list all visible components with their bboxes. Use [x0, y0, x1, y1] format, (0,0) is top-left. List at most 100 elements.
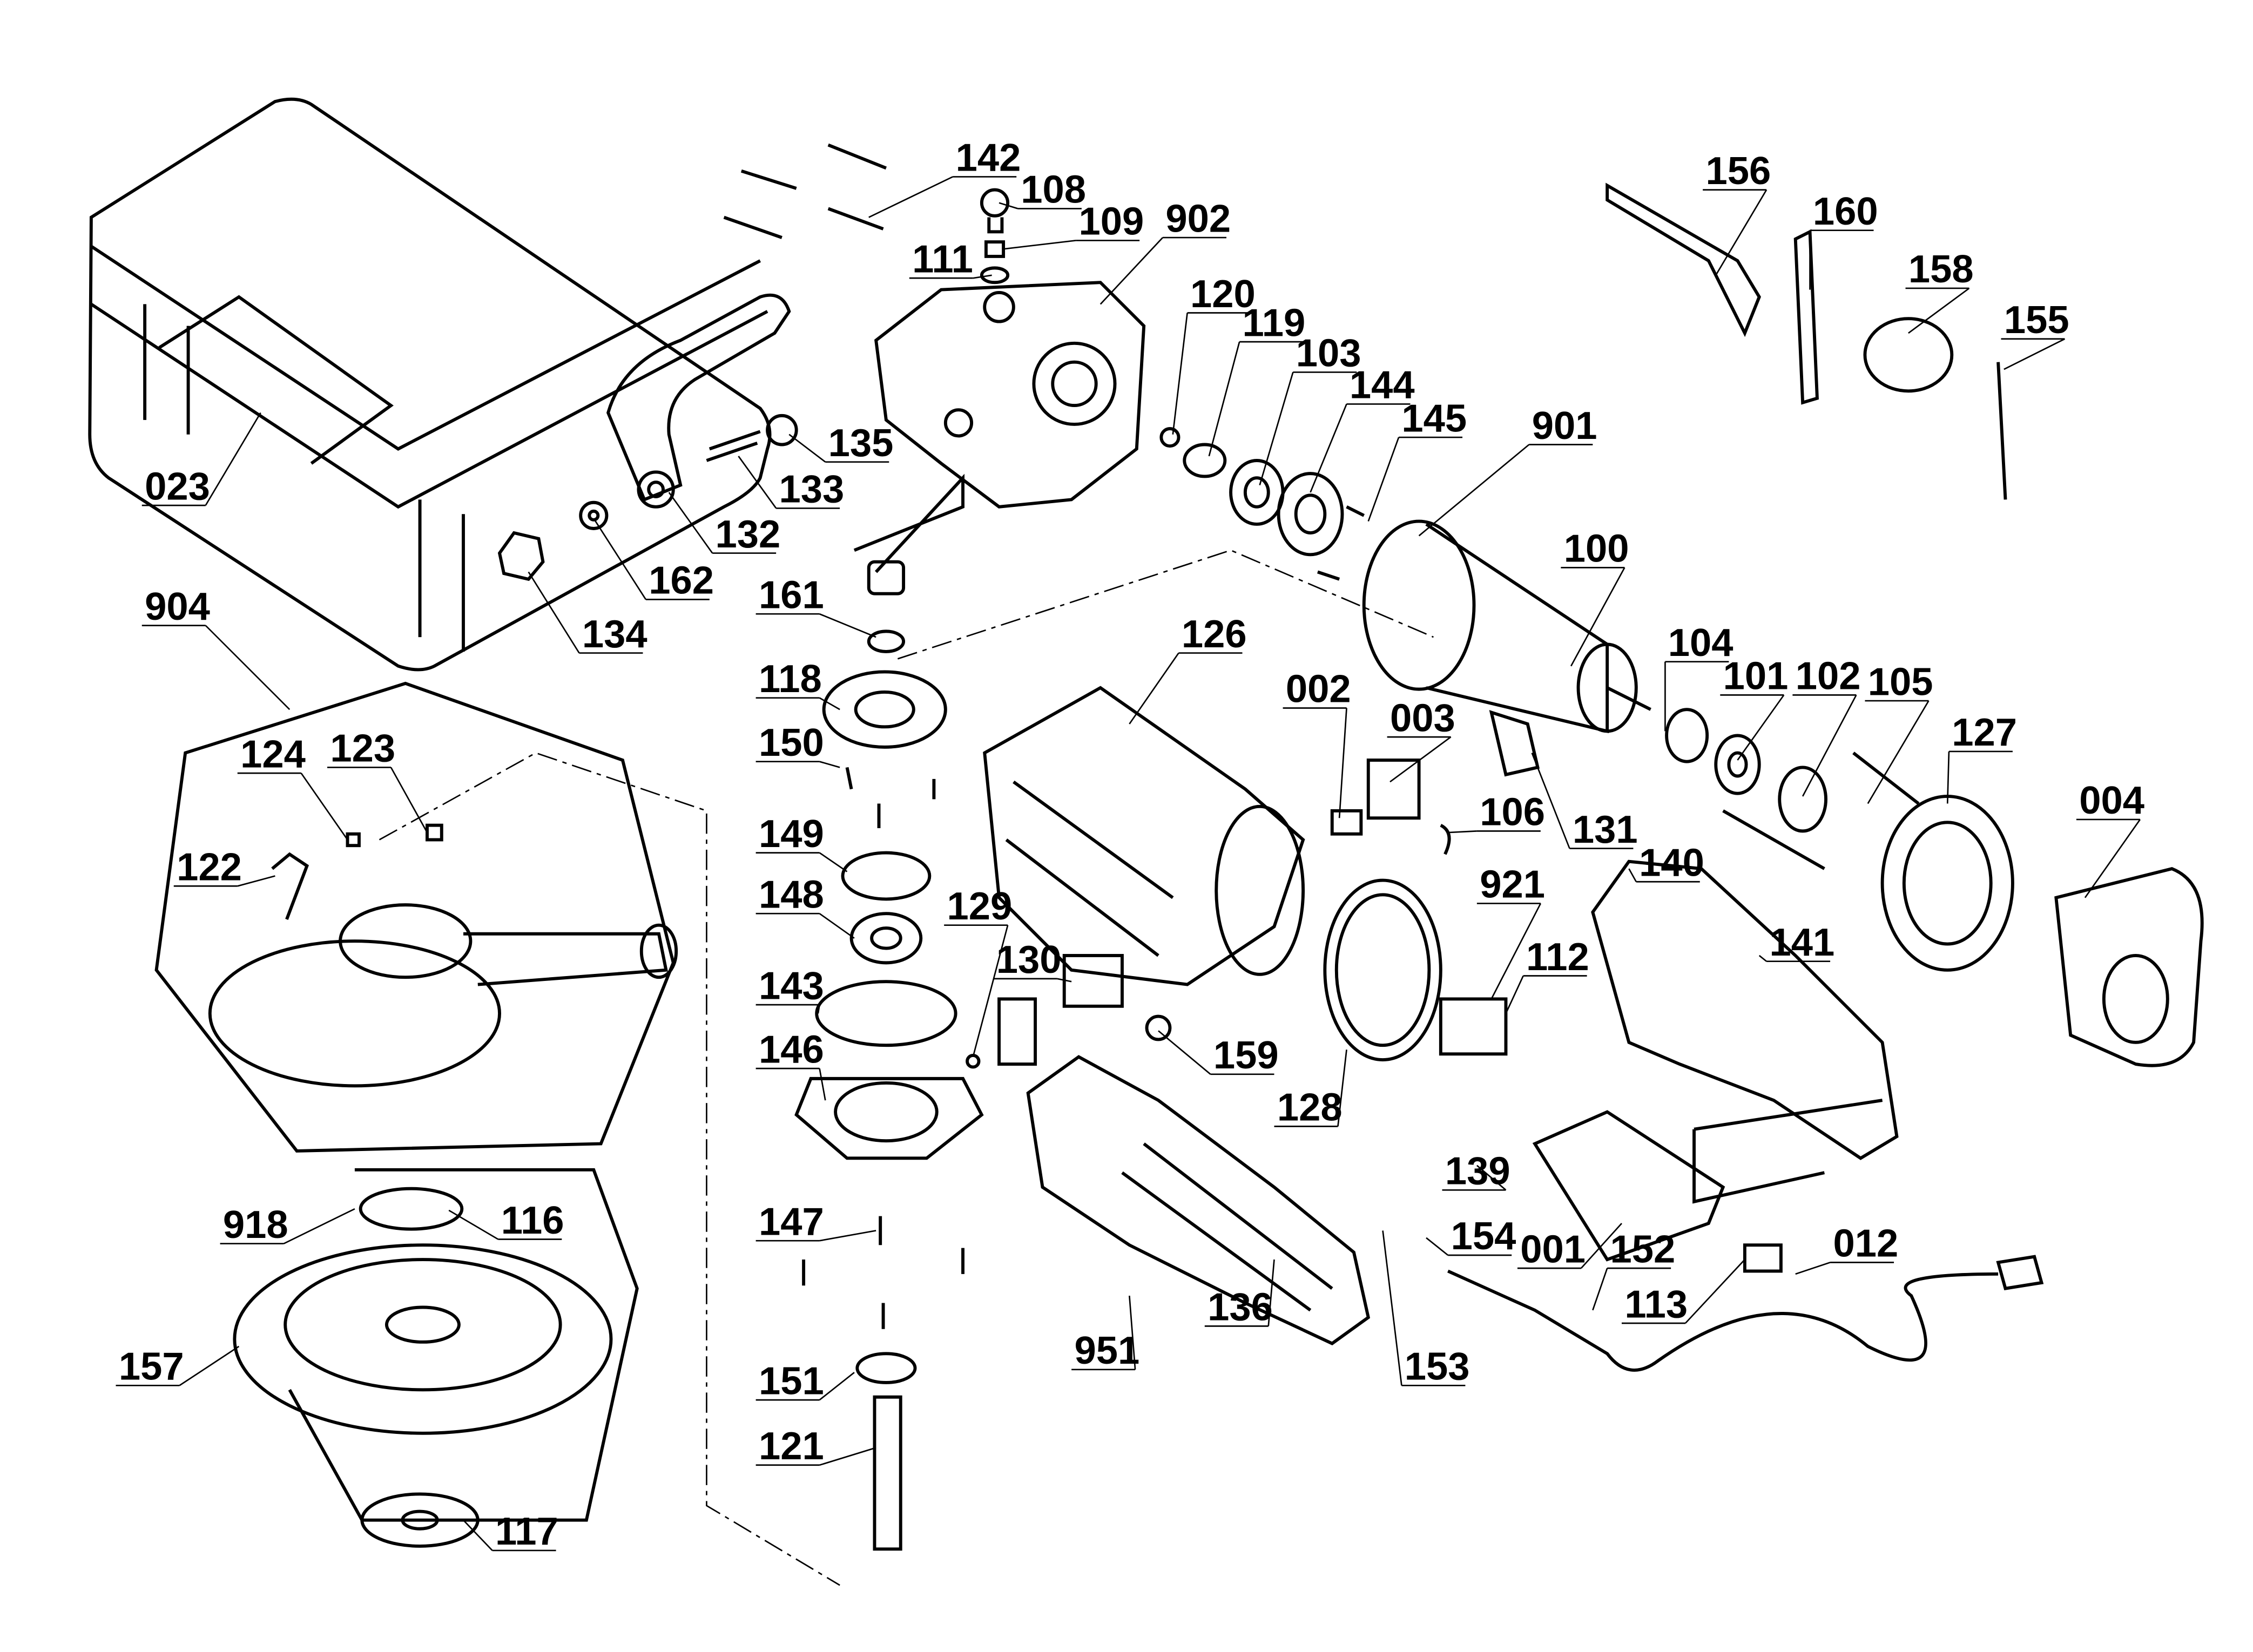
part-label-951: 951	[1074, 1329, 1139, 1372]
leader-line-152	[1592, 1268, 1608, 1311]
leader-line-143	[817, 1004, 820, 1014]
leader-line-122	[237, 875, 275, 887]
bearing-parts-drawing	[1159, 427, 1365, 581]
part-label-921: 921	[1480, 863, 1545, 906]
part-label-140: 140	[1639, 841, 1704, 885]
leader-line-113	[1684, 1259, 1745, 1324]
part-label-150: 150	[759, 721, 824, 764]
part-label-153: 153	[1405, 1345, 1470, 1389]
part-label-117: 117	[495, 1509, 558, 1553]
part-label-129: 129	[947, 884, 1013, 928]
leader-lines	[116, 176, 2141, 1552]
part-label-012: 012	[1833, 1222, 1898, 1265]
leader-line-135	[788, 434, 826, 463]
end-cap-drawing	[1880, 795, 2204, 1067]
leader-line-002	[1338, 708, 1347, 818]
dust-guard-drawing	[154, 681, 840, 1586]
part-label-157: 157	[119, 1345, 184, 1389]
part-label-136: 136	[1208, 1285, 1273, 1329]
leader-line-142	[868, 176, 953, 218]
leader-line-111	[973, 274, 992, 279]
leader-line-902	[1099, 237, 1164, 305]
part-label-127: 127	[1952, 710, 2017, 754]
armature-drawing	[1362, 519, 1920, 870]
leader-line-123	[390, 767, 428, 833]
leader-line-117	[463, 1519, 493, 1551]
part-label-100: 100	[1564, 527, 1629, 571]
leader-line-120	[1172, 313, 1188, 435]
part-label-162: 162	[649, 559, 714, 602]
part-label-105: 105	[1868, 660, 1933, 703]
leader-line-134	[528, 571, 580, 654]
part-label-901: 901	[1532, 404, 1597, 448]
leader-line-121	[819, 1447, 876, 1466]
leader-line-108	[999, 202, 1018, 209]
part-label-023: 023	[145, 464, 210, 508]
part-label-111: 111	[912, 237, 973, 281]
leader-line-100	[1570, 567, 1625, 667]
part-label-141: 141	[1769, 920, 1834, 964]
part-label-148: 148	[759, 872, 824, 916]
leader-line-105	[1867, 700, 1930, 804]
leader-line-126	[1129, 652, 1179, 725]
leader-line-109	[1002, 240, 1076, 250]
leader-line-004	[2084, 819, 2141, 898]
part-label-149: 149	[759, 812, 824, 856]
part-label-131: 131	[1573, 808, 1638, 851]
part-label-135: 135	[828, 421, 894, 465]
part-label-142: 142	[956, 136, 1021, 180]
leader-line-102	[1802, 694, 1857, 797]
part-label-120: 120	[1190, 272, 1256, 316]
part-drawings	[88, 97, 2204, 1586]
spindle-assembly-drawing	[794, 560, 984, 1551]
leader-line-119	[1208, 341, 1240, 457]
part-label-156: 156	[1705, 149, 1771, 193]
part-label-134: 134	[582, 612, 647, 656]
leader-line-921	[1490, 903, 1542, 1000]
carrying-case-drawing	[88, 97, 772, 672]
brush-holder-drawing	[997, 710, 1540, 1066]
leader-line-139	[1476, 1164, 1507, 1191]
leader-line-154	[1426, 1237, 1449, 1256]
part-label-112: 112	[1526, 935, 1589, 979]
leader-line-161	[819, 613, 876, 638]
leader-line-951	[1129, 1295, 1136, 1370]
leader-line-101	[1737, 694, 1785, 761]
part-label-132: 132	[716, 512, 781, 556]
part-label-158: 158	[1908, 247, 1974, 291]
leader-line-127	[1946, 751, 1950, 804]
part-label-155: 155	[2004, 298, 2069, 342]
part-label-139: 139	[1445, 1149, 1510, 1193]
leader-line-156	[1715, 189, 1768, 276]
part-label-143: 143	[759, 964, 824, 1007]
gear-housing-drawing	[853, 281, 1146, 573]
auxiliary-handle-drawing	[497, 293, 798, 581]
part-label-904: 904	[145, 585, 210, 628]
leader-line-158	[1908, 287, 1970, 334]
leader-line-012	[1795, 1262, 1831, 1275]
part-label-151: 151	[759, 1359, 824, 1403]
motor-housing-drawing	[897, 549, 1442, 1061]
leader-line-124	[300, 773, 348, 841]
cup-wheel-drawing	[233, 1168, 639, 1548]
leader-line-151	[819, 1372, 855, 1401]
part-label-133: 133	[779, 468, 845, 511]
part-label-116: 116	[501, 1199, 564, 1242]
part-label-161: 161	[759, 573, 824, 617]
part-label-124: 124	[240, 732, 306, 776]
part-label-918: 918	[223, 1203, 288, 1247]
leader-line-157	[179, 1345, 240, 1386]
leader-line-148	[819, 913, 855, 939]
tools-drawing	[1606, 182, 2007, 500]
part-label-102: 102	[1796, 654, 1861, 698]
part-label-152: 152	[1610, 1227, 1676, 1271]
leader-line-116	[448, 1209, 499, 1240]
part-label-002: 002	[1286, 667, 1351, 711]
leader-line-147	[819, 1230, 876, 1242]
part-label-147: 147	[759, 1200, 824, 1243]
leader-line-129	[972, 925, 1009, 1057]
leader-line-145	[1367, 437, 1400, 522]
leader-line-162	[593, 518, 646, 600]
